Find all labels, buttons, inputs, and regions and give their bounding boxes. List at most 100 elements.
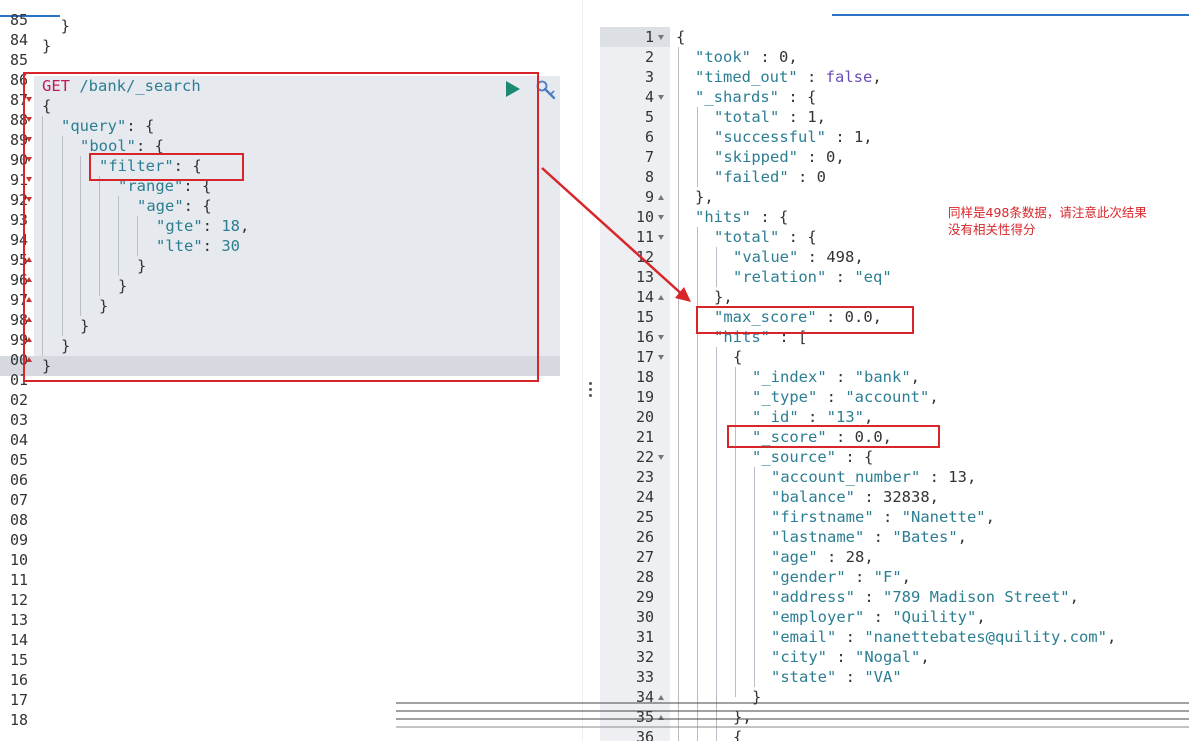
fold-end-icon[interactable] bbox=[26, 297, 32, 302]
response-line: "value" : 498, bbox=[733, 247, 864, 267]
line-number: 17 bbox=[635, 348, 654, 366]
response-line: "_id" : "13", bbox=[752, 407, 873, 427]
json-string: "account" bbox=[845, 388, 930, 406]
console-tab-indicator[interactable] bbox=[0, 15, 60, 17]
fold-collapse-icon[interactable] bbox=[26, 177, 32, 182]
json-value: }, bbox=[714, 288, 733, 306]
fold-collapse-icon[interactable] bbox=[658, 355, 664, 360]
json-value: : bbox=[798, 408, 827, 426]
response-line: "email" : "nanettebates@quility.com", bbox=[771, 627, 1116, 647]
line-number: 05 bbox=[9, 451, 28, 469]
play-triangle-icon[interactable] bbox=[505, 80, 521, 98]
json-punct: , bbox=[929, 388, 939, 406]
fold-collapse-icon[interactable] bbox=[658, 455, 664, 460]
json-key: "_score" bbox=[752, 428, 827, 446]
fold-collapse-icon[interactable] bbox=[658, 215, 664, 220]
json-key: "email" bbox=[771, 628, 837, 646]
response-line: "_source" : { bbox=[752, 447, 873, 467]
json-value: : 0, bbox=[798, 148, 845, 166]
fold-collapse-icon[interactable] bbox=[658, 95, 664, 100]
fold-end-icon[interactable] bbox=[658, 295, 664, 300]
indent-guide bbox=[62, 136, 63, 336]
json-value: : [ bbox=[770, 328, 808, 346]
cursor-line-highlight bbox=[34, 356, 560, 376]
code-line[interactable]: } bbox=[42, 17, 70, 35]
code-line[interactable]: { bbox=[42, 97, 52, 115]
code-line[interactable]: } bbox=[42, 357, 52, 375]
json-value: : 28, bbox=[817, 548, 874, 566]
drag-handle-icon[interactable] bbox=[589, 382, 592, 398]
fold-collapse-icon[interactable] bbox=[26, 157, 32, 162]
line-number: 22 bbox=[635, 448, 654, 466]
line-number: 1 bbox=[644, 28, 654, 46]
fold-end-icon[interactable] bbox=[658, 695, 664, 700]
json-value: : bbox=[864, 528, 893, 546]
json-value: { bbox=[733, 728, 743, 741]
json-value: }, bbox=[695, 188, 714, 206]
code-line[interactable]: } bbox=[80, 317, 90, 335]
json-value: : 1, bbox=[779, 108, 826, 126]
json-key: "address" bbox=[771, 588, 855, 606]
code-line[interactable]: "age": { bbox=[137, 197, 212, 215]
fold-collapse-icon[interactable] bbox=[658, 235, 664, 240]
fold-collapse-icon[interactable] bbox=[658, 335, 664, 340]
line-number: 02 bbox=[9, 391, 28, 409]
line-number: 10 bbox=[9, 551, 28, 569]
json-key: "age" bbox=[771, 548, 818, 566]
request-line[interactable]: GET /bank/_search bbox=[42, 76, 201, 96]
code-line[interactable]: } bbox=[118, 277, 128, 295]
line-number: 07 bbox=[9, 491, 28, 509]
fold-end-icon[interactable] bbox=[26, 317, 32, 322]
json-value: : bbox=[845, 568, 874, 586]
json-value: : bbox=[836, 628, 865, 646]
json-punct: , bbox=[864, 408, 874, 426]
fold-collapse-icon[interactable] bbox=[658, 35, 664, 40]
fold-end-icon[interactable] bbox=[26, 257, 32, 262]
json-key: "lastname" bbox=[771, 528, 865, 546]
json-string: "nanettebates@quility.com" bbox=[864, 628, 1107, 646]
json-punct: , bbox=[901, 568, 911, 586]
response-line: "max_score" : 0.0, bbox=[714, 307, 882, 327]
fold-end-icon[interactable] bbox=[26, 277, 32, 282]
code-line[interactable]: "range": { bbox=[118, 177, 212, 195]
bottom-panel-divider bbox=[396, 702, 1189, 728]
fold-end-icon[interactable] bbox=[658, 715, 664, 720]
json-key: "hits" bbox=[695, 208, 751, 226]
json-punct: , bbox=[920, 648, 930, 666]
fold-collapse-icon[interactable] bbox=[26, 197, 32, 202]
code-line[interactable]: "gte": 18, bbox=[156, 217, 250, 235]
fold-end-icon[interactable] bbox=[26, 357, 32, 362]
json-value: { bbox=[733, 348, 743, 366]
line-number: 25 bbox=[635, 508, 654, 526]
line-number: 20 bbox=[635, 408, 654, 426]
fold-end-icon[interactable] bbox=[658, 195, 664, 200]
response-line: "_shards" : { bbox=[695, 87, 816, 107]
code-line[interactable]: "query": { bbox=[61, 117, 155, 135]
json-string: "Nogal" bbox=[855, 648, 921, 666]
line-number: 26 bbox=[635, 528, 654, 546]
line-number: 31 bbox=[635, 628, 654, 646]
response-line: "timed_out" : false, bbox=[695, 67, 882, 87]
pane-splitter[interactable] bbox=[582, 0, 600, 741]
fold-collapse-icon[interactable] bbox=[26, 117, 32, 122]
line-number: 10 bbox=[635, 208, 654, 226]
code-line[interactable]: } bbox=[42, 37, 52, 55]
code-line[interactable]: "filter": { bbox=[99, 157, 202, 175]
annotation-line-1: 同样是498条数据，请注意此次结果 bbox=[948, 205, 1147, 220]
request-path: /bank/_search bbox=[79, 77, 201, 95]
code-line[interactable]: "bool": { bbox=[80, 137, 164, 155]
json-key: "account_number" bbox=[771, 468, 921, 486]
line-number: 6 bbox=[644, 128, 654, 146]
code-line[interactable]: "lte": 30 bbox=[156, 237, 241, 255]
json-key: "_source" bbox=[752, 448, 836, 466]
json-key: "relation" bbox=[733, 268, 827, 286]
fold-collapse-icon[interactable] bbox=[26, 97, 32, 102]
code-line[interactable]: } bbox=[137, 257, 147, 275]
fold-collapse-icon[interactable] bbox=[26, 137, 32, 142]
code-line[interactable]: } bbox=[61, 337, 71, 355]
json-key: "balance" bbox=[771, 488, 855, 506]
fold-end-icon[interactable] bbox=[26, 337, 32, 342]
code-line[interactable]: } bbox=[99, 297, 109, 315]
